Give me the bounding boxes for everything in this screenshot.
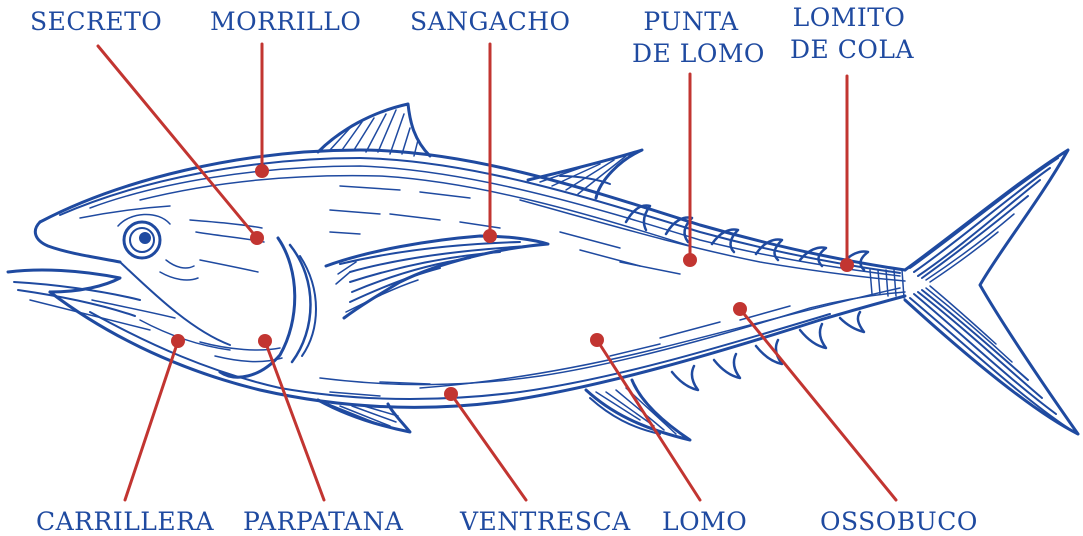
marker-morrillo [255, 164, 269, 178]
first-dorsal-fin [318, 104, 430, 156]
leader-sangacho [483, 44, 497, 243]
label-ossobuco: OSSOBUCO [820, 506, 978, 536]
label-punta-de-lomo-line1: PUNTA [632, 6, 750, 38]
label-punta-de-lomo-line2: DE LOMO [632, 38, 750, 70]
label-morrillo: MORRILLO [210, 6, 361, 38]
label-lomo: LOMO [662, 506, 747, 536]
label-carrillera: CARRILLERA [36, 506, 214, 536]
label-ventresca: VENTRESCA [460, 506, 631, 536]
leader-ossobuco [733, 302, 896, 500]
marker-secreto [250, 231, 264, 245]
leader-parpatana [258, 334, 324, 500]
label-parpatana: PARPATANA [243, 506, 403, 536]
label-lomito-de-cola: LOMITO DE COLA [790, 2, 908, 66]
marker-carrillera [171, 334, 185, 348]
label-sangacho: SANGACHO [410, 6, 571, 38]
label-punta-de-lomo: PUNTA DE LOMO [632, 6, 750, 70]
marker-punta-de-lomo [683, 253, 697, 267]
marker-ossobuco [733, 302, 747, 316]
anal-fin [586, 380, 690, 440]
label-secreto: SECRETO [30, 6, 162, 38]
marker-lomo [590, 333, 604, 347]
label-lomito-de-cola-line1: LOMITO [790, 2, 908, 34]
marker-lomito-de-cola [840, 258, 854, 272]
marker-sangacho [483, 229, 497, 243]
pectoral-fin [326, 236, 548, 318]
label-lomito-de-cola-line2: DE COLA [790, 34, 908, 66]
leader-lomito-de-cola [840, 76, 854, 272]
leader-lomo [590, 333, 700, 500]
leader-secreto [98, 46, 264, 245]
marker-parpatana [258, 334, 272, 348]
leader-carrillera [125, 334, 185, 500]
tuna-body [8, 150, 905, 407]
marker-ventresca [444, 387, 458, 401]
